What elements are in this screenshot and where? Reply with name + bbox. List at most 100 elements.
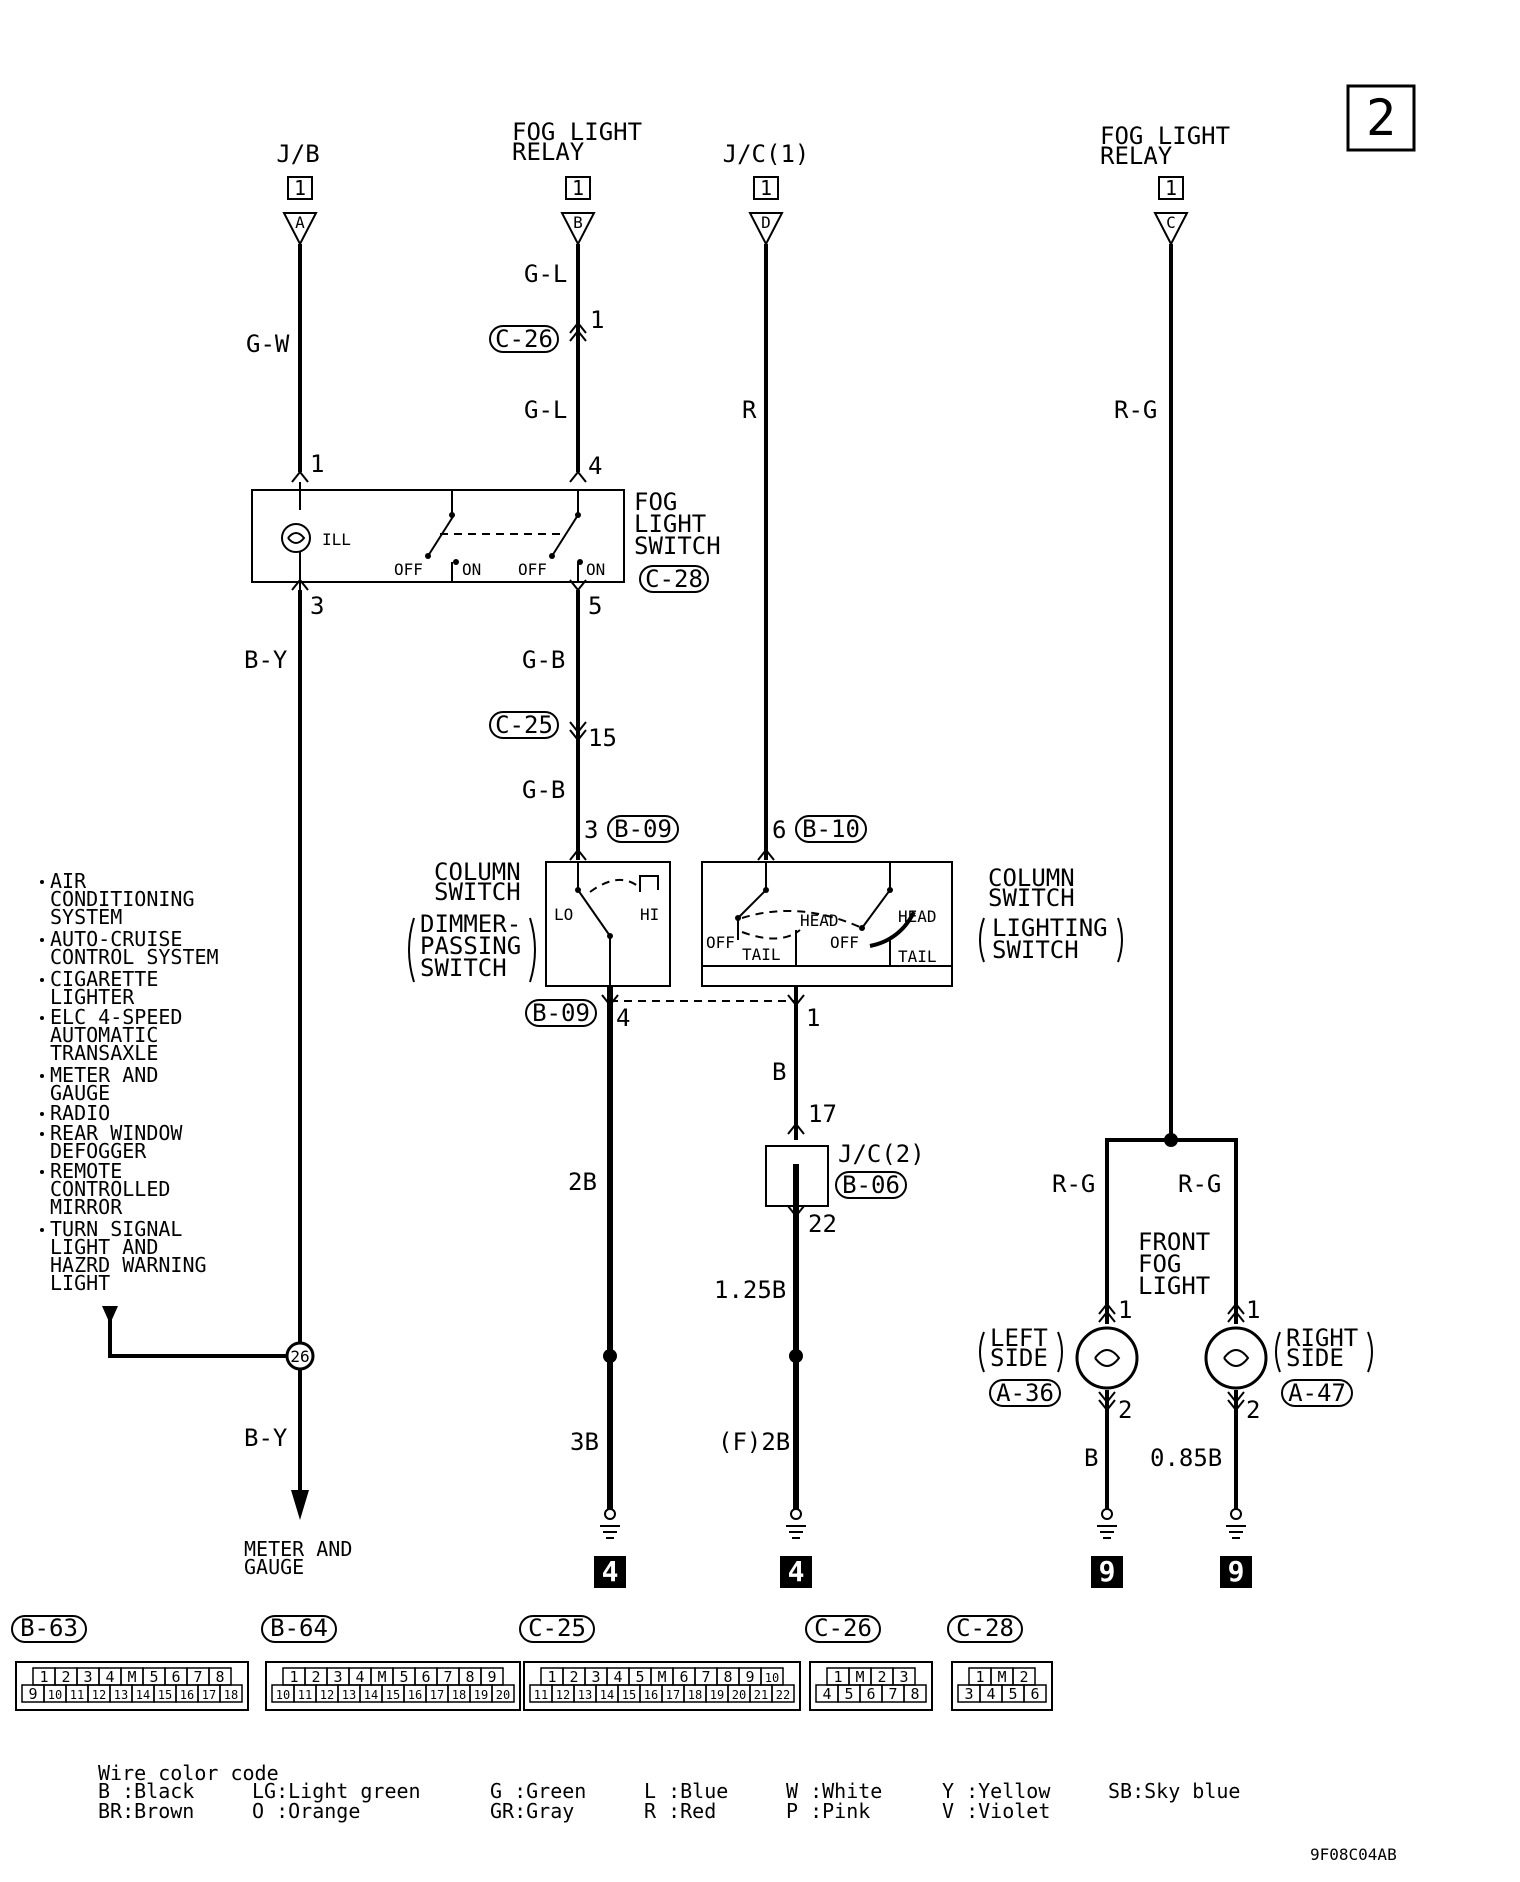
wire-color: G-B bbox=[522, 646, 565, 674]
hi-label: HI bbox=[640, 905, 659, 924]
connector-pin: 13 bbox=[578, 1688, 592, 1702]
wire-color: R-G bbox=[1178, 1170, 1221, 1198]
front-fog-light: FRONT FOG LIGHT LEFT SIDE RIGHT SIDE bbox=[979, 1228, 1373, 1390]
connector-a47: A-47 bbox=[1288, 1379, 1346, 1407]
legend-entry: O :Orange bbox=[252, 1799, 360, 1823]
connector-pin: 13 bbox=[114, 1688, 128, 1702]
connector-pin: 6 bbox=[171, 1668, 180, 1686]
connector-pin: 16 bbox=[180, 1688, 194, 1702]
legend-entry: SB:Sky blue bbox=[1108, 1779, 1240, 1803]
connector-pin: 2 bbox=[1019, 1668, 1028, 1686]
connector-pin: 6 bbox=[866, 1685, 875, 1703]
off-label: OFF bbox=[706, 933, 735, 952]
wire-color: B-Y bbox=[244, 1424, 288, 1452]
right-fog-lamp-icon bbox=[1204, 1326, 1268, 1390]
system-line: LIGHT bbox=[50, 1271, 110, 1295]
connector-pin: 7 bbox=[443, 1668, 452, 1686]
connector-pin: 7 bbox=[888, 1685, 897, 1703]
connector-pin: 1 bbox=[289, 1668, 298, 1686]
junction-number: 26 bbox=[290, 1347, 309, 1366]
legend-entry: L :Blue bbox=[644, 1779, 728, 1803]
fog-light-name: FRONT bbox=[1138, 1228, 1210, 1256]
connector-pin: 15 bbox=[386, 1688, 400, 1702]
connector-pin: 5 bbox=[1008, 1685, 1017, 1703]
connector-pin: 11 bbox=[70, 1688, 84, 1702]
tail-label: TAIL bbox=[898, 947, 937, 966]
connector-a36: A-36 bbox=[996, 1379, 1054, 1407]
off-label: OFF bbox=[518, 560, 547, 579]
pin-number: 3 bbox=[584, 816, 598, 844]
page-number: 2 bbox=[1346, 84, 1416, 152]
dimmer-subname: PASSING bbox=[420, 932, 521, 960]
system-line: CONTROLLED bbox=[50, 1177, 170, 1201]
lighting-subname: SWITCH bbox=[992, 936, 1079, 964]
connector-pin: 8 bbox=[215, 1668, 224, 1686]
connector-pin: 20 bbox=[496, 1688, 510, 1702]
grounds bbox=[600, 1508, 1246, 1539]
destination-label: METER AND bbox=[244, 1537, 352, 1561]
connector-pin: 5 bbox=[635, 1668, 644, 1686]
connector-pin: 13 bbox=[342, 1688, 356, 1702]
connector-pin: 2 bbox=[61, 1668, 70, 1686]
connector-pin: 4 bbox=[613, 1668, 622, 1686]
pin-number: 1 bbox=[1246, 1296, 1260, 1324]
dimmer-name: SWITCH bbox=[434, 878, 521, 906]
legend-entry: G :Green bbox=[490, 1779, 586, 1803]
source-jb: J/B 1 A bbox=[276, 140, 320, 247]
fog-light-name: FOG bbox=[1138, 1250, 1181, 1278]
pin-number: 1 bbox=[1118, 1296, 1132, 1324]
system-line: AUTO-CRUISE bbox=[50, 927, 182, 951]
lo-label: LO bbox=[554, 905, 573, 924]
wires bbox=[102, 244, 1238, 1520]
legend-title: Wire color code bbox=[98, 1761, 279, 1785]
pin-number: 5 bbox=[588, 592, 602, 620]
connector-view-label: C-25 bbox=[528, 1614, 586, 1642]
connector-pin: 8 bbox=[723, 1668, 732, 1686]
connector-pin: 14 bbox=[136, 1688, 150, 1702]
system-line: DEFOGGER bbox=[50, 1139, 147, 1163]
source-name: J/C(1) bbox=[723, 140, 810, 168]
connector-pin: 17 bbox=[666, 1688, 680, 1702]
column-switch-lighting: OFF TAIL HEAD OFF HEAD TAIL COLUMN SWITC… bbox=[701, 861, 1123, 987]
connector-pin: 18 bbox=[452, 1688, 466, 1702]
connector-pin: 2 bbox=[311, 1668, 320, 1686]
wire-color: (F)2B bbox=[718, 1428, 790, 1456]
pin-number: 17 bbox=[808, 1100, 837, 1128]
system-line: AUTOMATIC bbox=[50, 1023, 158, 1047]
connector-pin: M bbox=[127, 1668, 136, 1686]
connector-pin: 3 bbox=[83, 1668, 92, 1686]
system-line: GAUGE bbox=[50, 1081, 110, 1105]
system-line: TURN SIGNAL bbox=[50, 1217, 182, 1241]
ground-number: 4 bbox=[602, 1555, 619, 1588]
connector-view-label: B-64 bbox=[270, 1614, 328, 1642]
left-side-label: LEFT bbox=[990, 1324, 1048, 1352]
connector-pin: 5 bbox=[149, 1668, 158, 1686]
connector-pin: 2 bbox=[569, 1668, 578, 1686]
connector-view-label: B-63 bbox=[20, 1614, 78, 1642]
system-line: HAZRD WARNING bbox=[50, 1253, 207, 1277]
source-box: 1 bbox=[572, 176, 584, 200]
connector-pin: 6 bbox=[1030, 1685, 1039, 1703]
system-line: TRANSAXLE bbox=[50, 1041, 158, 1065]
pin-number: 2 bbox=[1118, 1396, 1132, 1424]
fog-switch-name: LIGHT bbox=[634, 510, 706, 538]
connector-view-label: C-26 bbox=[814, 1614, 872, 1642]
system-line: MIRROR bbox=[50, 1195, 123, 1219]
system-line: REAR WINDOW bbox=[50, 1121, 183, 1145]
connector-pin: 7 bbox=[701, 1668, 710, 1686]
connector-pin: 1 bbox=[833, 1668, 842, 1686]
legend-entry: BR:Brown bbox=[98, 1799, 194, 1823]
legend-entry: Y :Yellow bbox=[942, 1779, 1051, 1803]
system-line: LIGHTER bbox=[50, 985, 135, 1009]
source-name: J/B bbox=[276, 140, 319, 168]
connector-pin: 16 bbox=[644, 1688, 658, 1702]
legend-entry: LG:Light green bbox=[252, 1779, 421, 1803]
connector-pin: 4 bbox=[105, 1668, 114, 1686]
system-line: METER AND bbox=[50, 1063, 158, 1087]
